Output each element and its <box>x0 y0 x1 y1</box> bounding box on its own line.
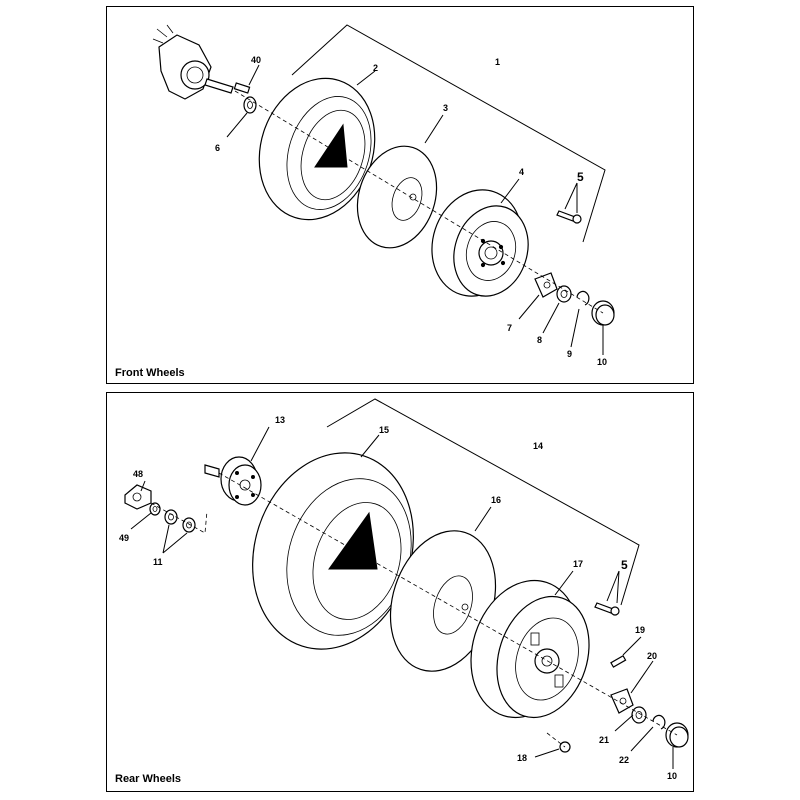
assembly-bracket-1 <box>291 24 606 243</box>
callout-10-rear: 10 <box>667 771 677 781</box>
callout-10: 10 <box>597 357 607 367</box>
callout-48: 48 <box>133 469 143 479</box>
assembly-bracket-14 <box>326 398 640 606</box>
rear-part-19 <box>610 654 627 668</box>
rear-part-48 <box>124 484 152 510</box>
callout-16: 16 <box>491 495 501 505</box>
front-wheels-diagram: 1 2 3 4 5 6 7 8 9 10 40 <box>152 24 615 367</box>
callout-2: 2 <box>373 63 378 73</box>
callout-21: 21 <box>599 735 609 745</box>
rear-axle-centerline <box>218 472 678 736</box>
rear-hub-13 <box>204 456 262 506</box>
callout-4: 4 <box>519 167 524 177</box>
callout-19: 19 <box>635 625 645 635</box>
front-tube-3 <box>356 145 438 249</box>
callout-11: 11 <box>153 557 163 567</box>
rear-rim-17 <box>470 579 590 719</box>
front-valve-5 <box>556 210 582 224</box>
front-wheels-title: Front Wheels <box>115 367 185 379</box>
callout-20: 20 <box>647 651 657 661</box>
callout-5-rear: 5 <box>621 558 628 572</box>
rear-washer-centerline <box>150 502 208 534</box>
rear-valve-5 <box>594 602 620 616</box>
callout-7: 7 <box>507 323 512 333</box>
front-axle-centerline <box>234 90 604 314</box>
rear-wheels-diagram: 13 14 15 16 17 5 19 20 21 22 10 18 48 49… <box>119 398 689 781</box>
callout-5: 5 <box>577 170 584 184</box>
callout-49: 49 <box>119 533 129 543</box>
rear-part-21 <box>631 706 647 724</box>
rear-part-20 <box>610 688 634 714</box>
front-part-9 <box>576 290 590 306</box>
front-part-8 <box>556 285 572 303</box>
callout-15: 15 <box>379 425 389 435</box>
callout-3: 3 <box>443 103 448 113</box>
callout-17: 17 <box>573 559 583 569</box>
front-part-7 <box>534 272 558 298</box>
callout-22: 22 <box>619 755 629 765</box>
callout-13: 13 <box>275 415 285 425</box>
callout-8: 8 <box>537 335 542 345</box>
callout-18: 18 <box>517 753 527 763</box>
callout-40: 40 <box>251 55 261 65</box>
callout-14: 14 <box>533 441 543 451</box>
rear-part-11 <box>164 509 196 533</box>
rear-wheels-title: Rear Wheels <box>115 773 182 785</box>
front-part-6 <box>243 96 257 114</box>
front-tire-2 <box>258 77 376 221</box>
rear-part-49 <box>149 502 161 516</box>
callout-6: 6 <box>215 143 220 153</box>
callout-9: 9 <box>567 349 572 359</box>
callout-1: 1 <box>495 57 500 67</box>
rear-wheels-panel: 13 14 15 16 17 5 19 20 21 22 10 18 48 49… <box>106 392 694 792</box>
front-part-40 <box>233 82 251 94</box>
front-spindle <box>152 24 234 100</box>
front-rim-4 <box>431 189 529 297</box>
rear-tire-15 <box>252 452 414 650</box>
front-wheels-panel: 1 2 3 4 5 6 7 8 9 10 40 Front Wheels <box>106 6 694 384</box>
